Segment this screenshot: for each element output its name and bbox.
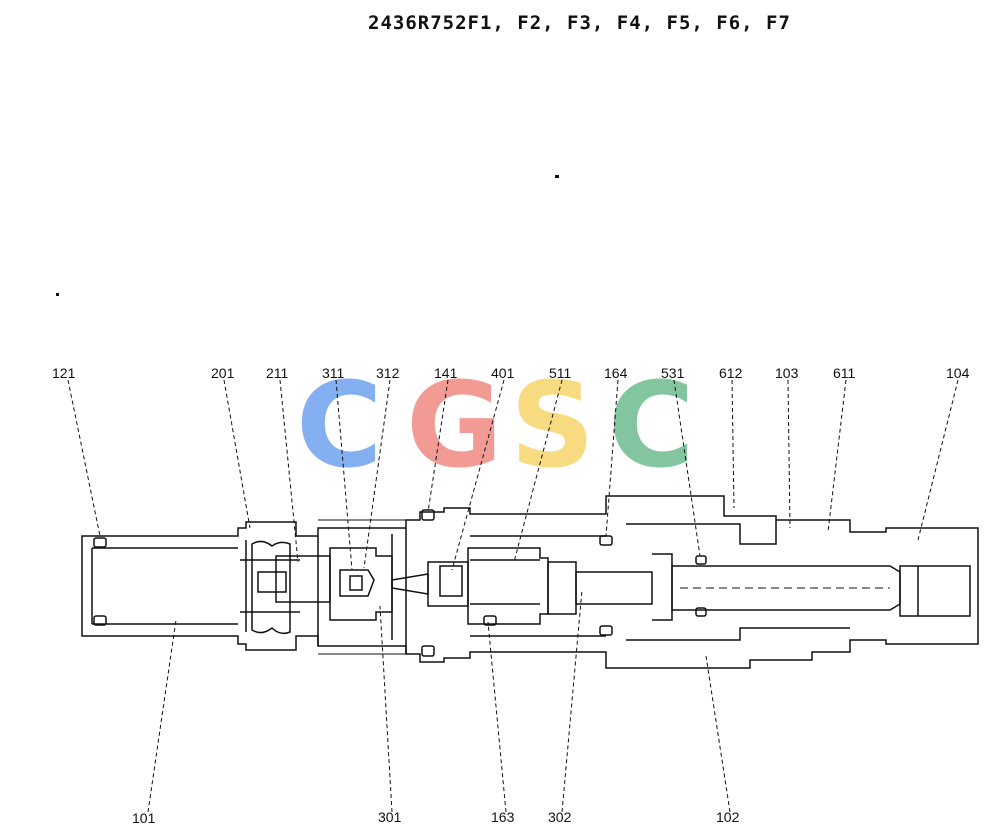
label-164: 164	[604, 365, 628, 381]
label-311: 311	[322, 365, 345, 381]
part-labels: 121 201 211 311 312 141 401 511 164 531 …	[52, 365, 970, 826]
label-301: 301	[378, 809, 402, 825]
label-511: 511	[549, 365, 572, 381]
label-612: 612	[719, 365, 743, 381]
label-101: 101	[132, 810, 156, 826]
leader-lines	[67, 379, 959, 813]
drawing-title: 2436R752F1, F2, F3, F4, F5, F6, F7	[368, 12, 791, 34]
label-103: 103	[775, 365, 799, 381]
label-141: 141	[434, 365, 458, 381]
label-611: 611	[833, 365, 856, 381]
valve-body-drawing	[81, 495, 979, 669]
label-211: 211	[266, 365, 289, 381]
label-302: 302	[548, 809, 572, 825]
watermark: C G S C	[296, 356, 695, 494]
label-401: 401	[491, 365, 515, 381]
watermark-letter-g: G	[406, 356, 503, 494]
label-531: 531	[661, 365, 685, 381]
label-102: 102	[716, 809, 740, 825]
label-312: 312	[376, 365, 400, 381]
watermark-letter-s: S	[510, 356, 595, 494]
label-121: 121	[52, 365, 76, 381]
label-201: 201	[211, 365, 235, 381]
label-163: 163	[491, 809, 515, 825]
label-104: 104	[946, 365, 970, 381]
